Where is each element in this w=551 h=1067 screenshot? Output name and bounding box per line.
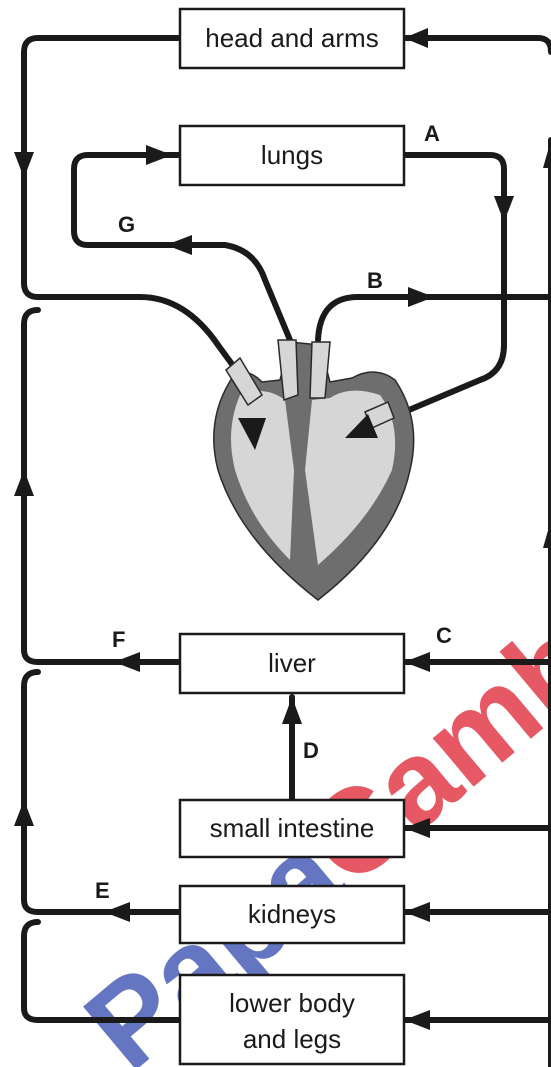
label-lungs: lungs xyxy=(261,140,323,170)
arrow-kidney-left xyxy=(404,902,430,922)
letter-e: E xyxy=(95,878,110,903)
arrow-into-lungs xyxy=(146,145,172,165)
organ-liver: liver xyxy=(180,634,404,693)
heart xyxy=(214,340,414,600)
organ-kidneys: kidneys xyxy=(180,886,404,943)
letter-a: A xyxy=(424,121,440,146)
arrow-C-left xyxy=(404,652,430,672)
arrow-G-left xyxy=(166,235,192,255)
label-liver: liver xyxy=(268,648,316,678)
letter-c: C xyxy=(436,623,452,648)
arrow-head-into-head xyxy=(404,28,428,48)
letter-g: G xyxy=(118,212,135,237)
arrow-D-up xyxy=(282,697,302,724)
vessel-aorta-B xyxy=(318,297,551,340)
label-lower-body-line2: and legs xyxy=(243,1024,341,1054)
letter-f: F xyxy=(112,627,125,652)
vessel-head-return xyxy=(24,38,180,297)
arrow-head-down-left xyxy=(14,152,34,178)
label-lower-body-line1: lower body xyxy=(229,988,355,1018)
label-small-intestine: small intestine xyxy=(210,813,375,843)
organ-lungs: lungs xyxy=(180,126,404,185)
label-head-and-arms: head and arms xyxy=(205,23,378,53)
arrow-lower-body-left xyxy=(404,1010,430,1030)
vessel-vena-cava-in xyxy=(38,297,245,382)
arrow-E-left xyxy=(104,902,130,922)
organ-small-intestine: small intestine xyxy=(180,800,404,857)
arrow-lower-left-up xyxy=(14,800,34,826)
organ-head-and-arms: head and arms xyxy=(180,9,404,68)
letter-b: B xyxy=(367,268,383,293)
arrow-A-down xyxy=(494,196,514,222)
vessel-lower-left xyxy=(24,672,38,912)
vessel-pulmonary-vein-A xyxy=(390,155,504,418)
organ-lower-body: lower body and legs xyxy=(180,975,404,1064)
arrow-vena-up xyxy=(14,470,34,496)
letter-d: D xyxy=(303,738,319,763)
label-kidneys: kidneys xyxy=(248,899,336,929)
arrow-F-left xyxy=(114,652,140,672)
arrow-B-right xyxy=(408,287,434,307)
